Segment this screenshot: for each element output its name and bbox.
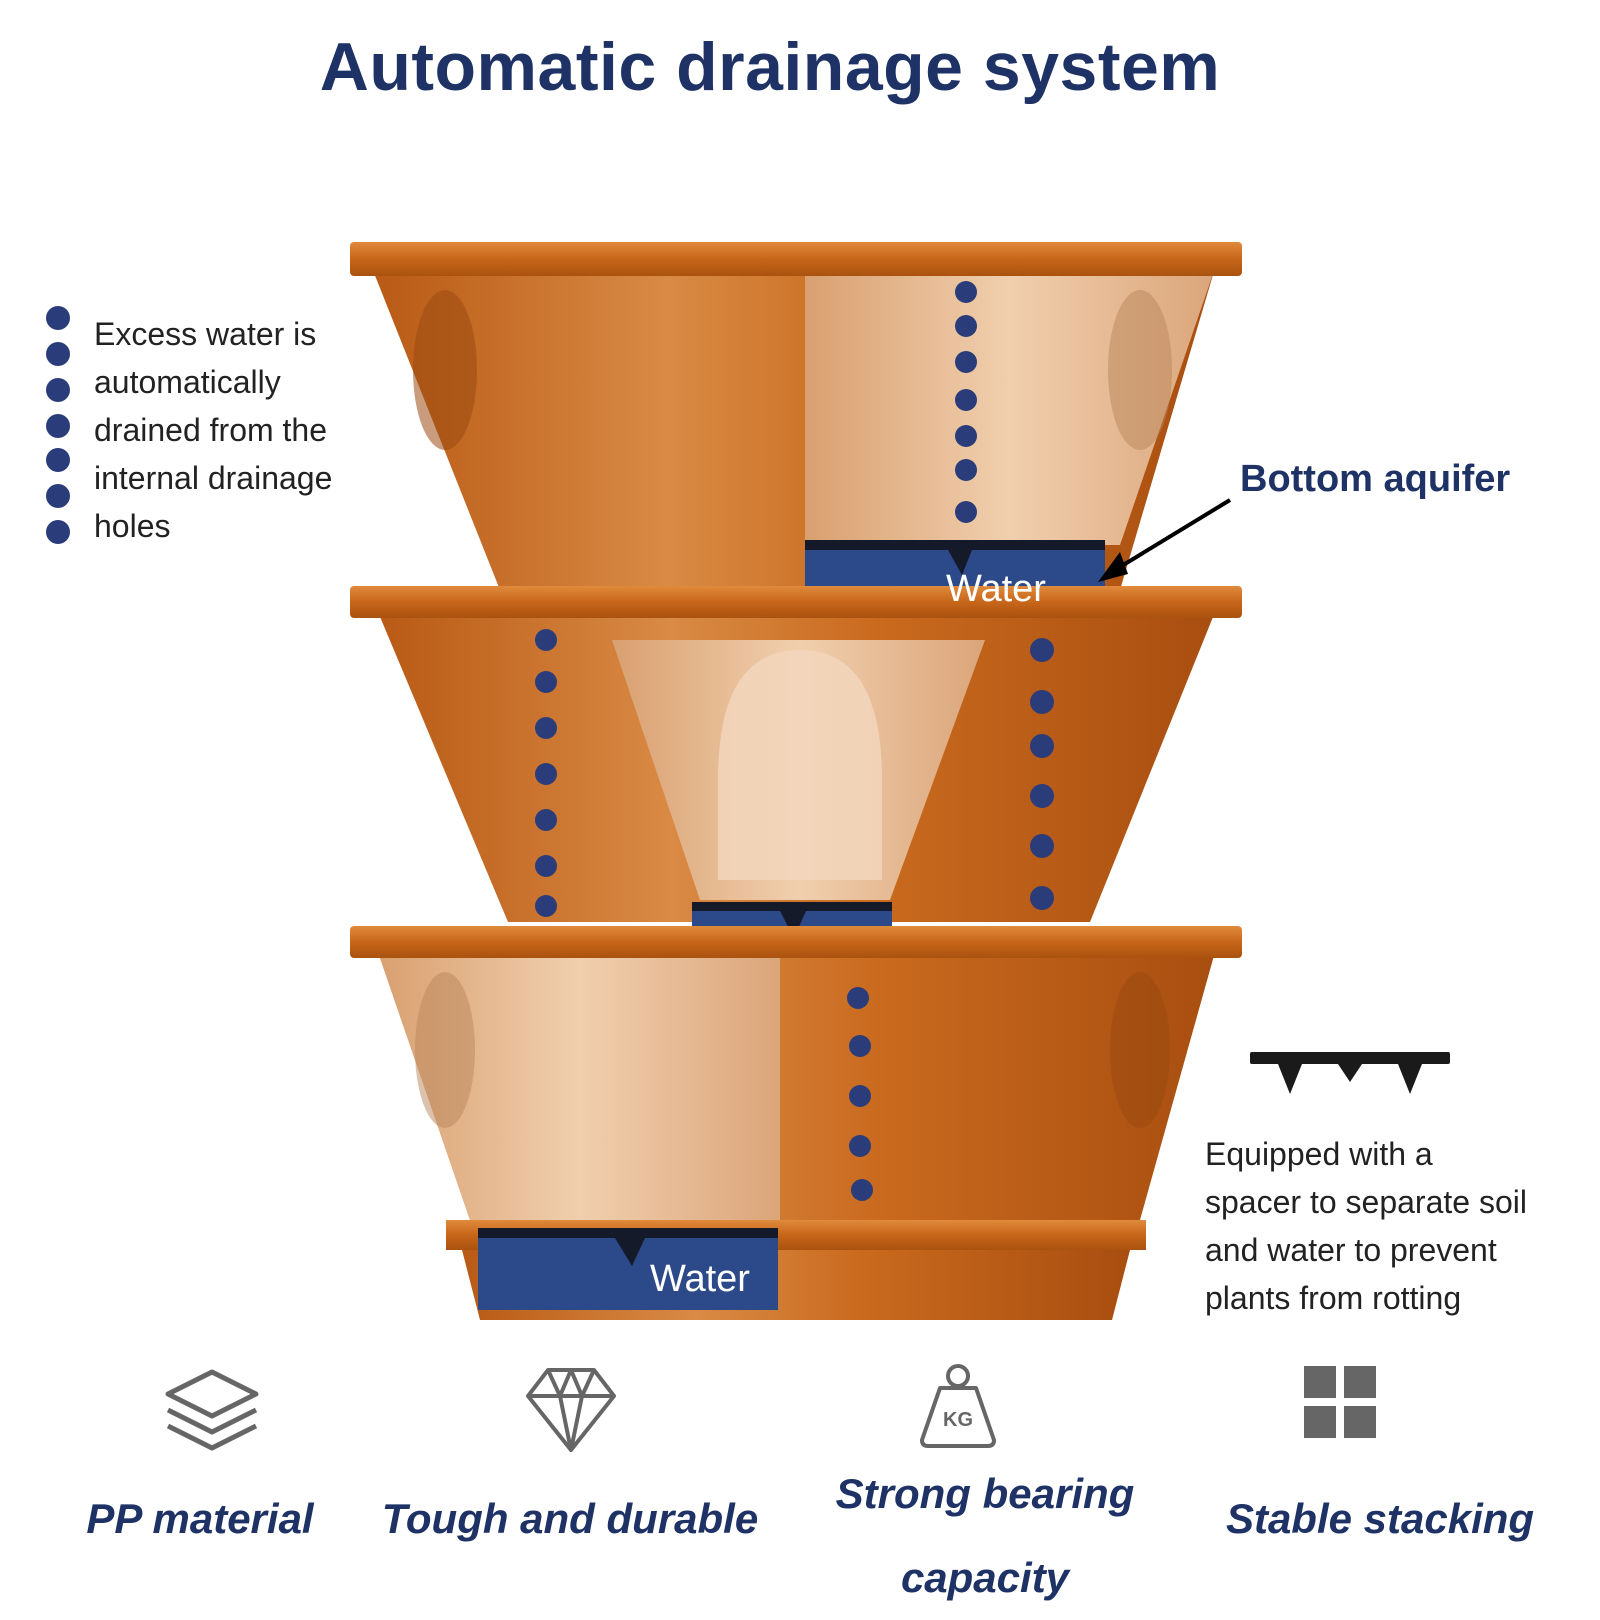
feature-stable-stacking: Stable stacking [1225, 1495, 1535, 1542]
diamond-icon [526, 1368, 616, 1452]
drainage-note-line: automatically [94, 364, 281, 400]
top-pot [350, 242, 1242, 590]
kg-weight-icon: KG [920, 1364, 996, 1448]
water-label-bottom: Water [650, 1258, 750, 1300]
bottom-aquifer-label: Bottom aquifer [1240, 458, 1511, 500]
base-tray [446, 1220, 1146, 1320]
spacer-note: Equipped with a spacer to separate soil … [1205, 1130, 1527, 1322]
feature-strong-bearing: Strong bearing capacity [820, 1452, 1150, 1620]
spacer-note-line: spacer to separate soil [1205, 1184, 1527, 1220]
feature-strong-bearing-line: Strong bearing [835, 1470, 1135, 1517]
callout-arrow [1098, 498, 1232, 582]
drainage-note-line: Excess water is [94, 316, 317, 352]
drip-dots [535, 281, 1054, 1201]
grid-icon [1304, 1366, 1376, 1438]
middle-pot [350, 586, 1242, 922]
spacer-note-line: Equipped with a [1205, 1136, 1433, 1172]
page-title: Automatic drainage system [319, 29, 1221, 105]
spacer-illustration [1250, 1052, 1450, 1094]
feature-pp-material: PP material [86, 1495, 314, 1542]
drainage-note-line: holes [94, 508, 171, 544]
drainage-note-line: internal drainage [94, 460, 333, 496]
feature-strong-bearing-line: capacity [900, 1554, 1070, 1601]
planter-diagram: KG [46, 242, 1450, 1452]
water-label-top: Water [946, 568, 1046, 610]
feature-tough-durable: Tough and durable [381, 1495, 759, 1542]
drainage-note-line: drained from the [94, 412, 328, 448]
bottom-pot [350, 926, 1242, 1220]
spacer-note-line: plants from rotting [1205, 1280, 1462, 1316]
layers-icon [165, 1369, 259, 1451]
drainage-note: Excess water is automatically drained fr… [94, 310, 332, 550]
kg-text: KG [943, 1409, 973, 1431]
spacer-note-line: and water to prevent [1205, 1232, 1497, 1268]
bullet-dots [46, 306, 70, 544]
